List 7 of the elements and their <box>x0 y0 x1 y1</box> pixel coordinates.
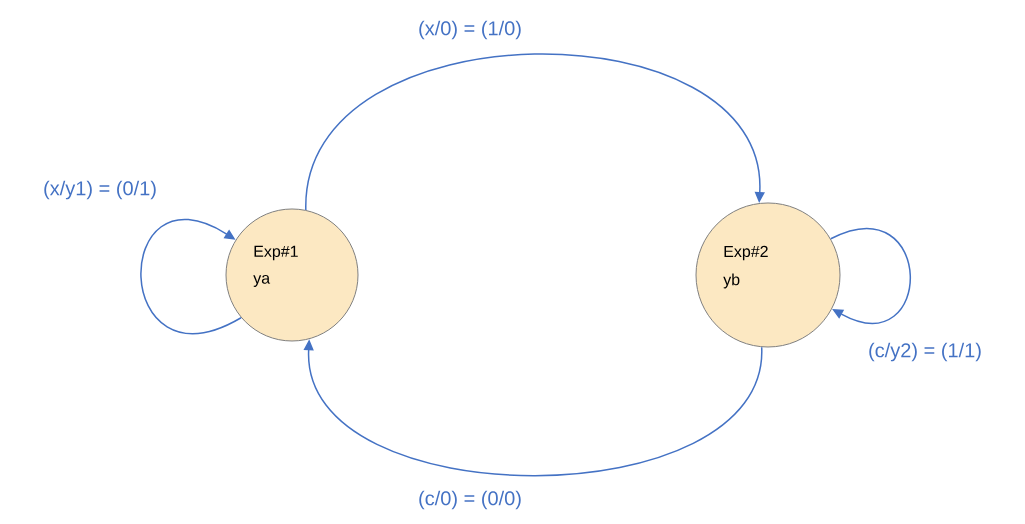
arrow <box>830 228 911 324</box>
edge-label: (c/0) = (0/0) <box>416 488 524 512</box>
edge-label: (x/y1) = (0/1) <box>41 178 159 202</box>
edge-label: (x/0) = (1/0) <box>416 18 524 42</box>
edge-label: (c/y2) = (1/1) <box>866 340 984 364</box>
arrow <box>305 53 765 211</box>
arrow <box>140 219 242 334</box>
